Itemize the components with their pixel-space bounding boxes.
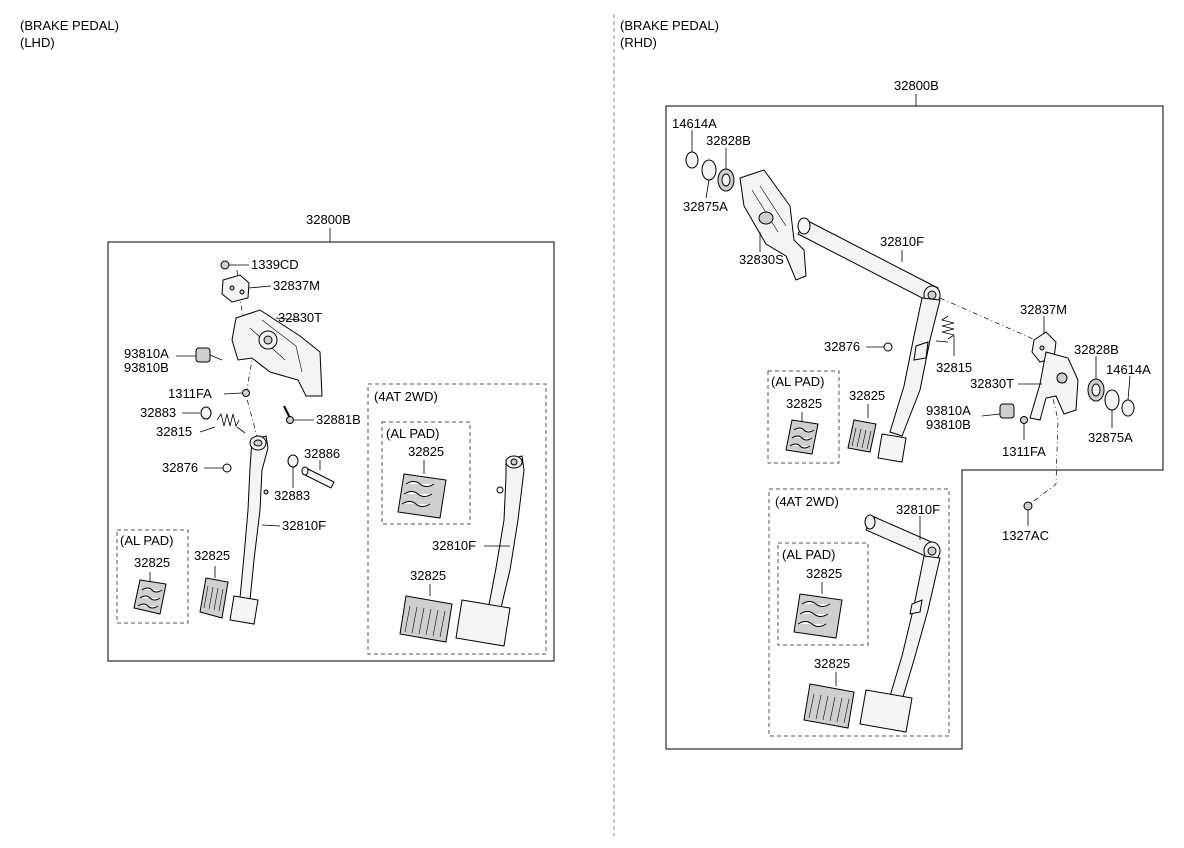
- lhd-label-32876: 32876: [162, 460, 198, 475]
- lhd-bushing-32883-a: [200, 406, 212, 420]
- lhd-bolt-32881b: [283, 405, 314, 424]
- rhd-label-32830t: 32830T: [970, 376, 1014, 391]
- rhd-label-1327ac: 1327AC: [1002, 528, 1049, 543]
- rhd-title: (BRAKE PEDAL): [620, 18, 719, 33]
- rhd-label-32830s: 32830S: [739, 252, 784, 267]
- rhd-4at2wd-box: [768, 488, 950, 737]
- rhd-washers-right: [1087, 356, 1135, 428]
- rhd-label-32876: 32876: [824, 339, 860, 354]
- lhd-alpad-pad: [133, 572, 167, 615]
- rhd-4at2wd-alpad-title: (AL PAD): [782, 547, 835, 562]
- lhd-bushing-32883-b: [287, 454, 299, 468]
- rhd-label-1311fa: 1311FA: [1002, 444, 1046, 459]
- lhd-pedal-arm-32810f: [239, 435, 281, 601]
- lhd-spring-32815: [199, 413, 246, 434]
- lhd-switch-93810: [176, 347, 223, 363]
- rhd-nut-1311fa: [1020, 416, 1028, 424]
- rhd-label-93810b: 93810B: [926, 417, 971, 432]
- rhd-label-32828b-right: 32828B: [1074, 342, 1119, 357]
- rhd-4at2wd-alpad-part: 32825: [806, 566, 842, 581]
- rhd-alpad-title: (AL PAD): [771, 374, 824, 389]
- lhd-label-1339cd: 1339CD: [251, 257, 299, 272]
- rhd-4at2wd-title: (4AT 2WD): [775, 494, 839, 509]
- lhd-bracket-32837m: [221, 274, 272, 303]
- lhd-4at2wd-title: (4AT 2WD): [374, 389, 438, 404]
- lhd-assembly-label: 32800B: [306, 212, 351, 227]
- lhd-alpad-part: 32825: [134, 555, 170, 570]
- lhd-label-32837m: 32837M: [273, 278, 320, 293]
- lhd-label-32883-b: 32883: [274, 488, 310, 503]
- rhd-subtitle: (RHD): [620, 35, 657, 50]
- lhd-4at2wd-pedal-label: 32810F: [432, 538, 476, 553]
- lhd-4at2wd-pedal-arm: [484, 455, 525, 613]
- lhd-alpad-title: (AL PAD): [120, 533, 173, 548]
- lhd-4at2wd-box: [367, 383, 547, 655]
- rhd-section: (BRAKE PEDAL) (RHD) 32800B 14614A 32828B…: [620, 18, 1164, 750]
- lhd-pedal-pad-32825: [199, 566, 259, 625]
- rhd-label-32875a-left: 32875A: [683, 199, 728, 214]
- lhd-label-93810b: 93810B: [124, 360, 169, 375]
- rhd-assembly-label: 32800B: [894, 78, 939, 93]
- rhd-label-32810f: 32810F: [880, 234, 924, 249]
- rhd-label-32875a-right: 32875A: [1088, 430, 1133, 445]
- rhd-alpad-pad: [785, 412, 819, 455]
- rhd-assembly-frame: [665, 105, 1164, 750]
- rhd-bracket-32830t: [1018, 351, 1079, 421]
- lhd-label-32886: 32886: [304, 446, 340, 461]
- rhd-4at2wd-alpad-box: [777, 542, 869, 646]
- rhd-shaft-arm-32810f: [797, 217, 941, 437]
- rhd-label-32828b-left: 32828B: [706, 133, 751, 148]
- lhd-4at2wd-pad: [399, 584, 511, 647]
- lhd-bracket-32830t: [231, 309, 323, 397]
- lhd-section: (BRAKE PEDAL) (LHD) 32800B 1339CD 32837M: [20, 18, 555, 662]
- rhd-label-32837m: 32837M: [1020, 302, 1067, 317]
- rhd-label-32825: 32825: [849, 388, 885, 403]
- lhd-nut-1339cd: [220, 260, 249, 270]
- lhd-assembly-frame: [107, 241, 555, 662]
- rhd-4at2wd-shaft-arm: [864, 514, 941, 701]
- rhd-spring-32815: [935, 315, 955, 356]
- rhd-label-14614a-right: 14614A: [1106, 362, 1151, 377]
- rhd-label-32815: 32815: [936, 360, 972, 375]
- rhd-pedal-pad-32825: [847, 404, 907, 463]
- lhd-4at2wd-alpad-title: (AL PAD): [386, 426, 439, 441]
- rhd-label-93810a: 93810A: [926, 403, 971, 418]
- rhd-4at2wd-pedal-label: 32810F: [896, 502, 940, 517]
- lhd-label-32881b: 32881B: [316, 412, 361, 427]
- lhd-label-1311fa: 1311FA: [168, 386, 212, 401]
- rhd-bracket-32830s: [739, 169, 807, 281]
- rhd-washers-left: [685, 130, 735, 199]
- lhd-4at2wd-pad-label: 32825: [410, 568, 446, 583]
- lhd-4at2wd-alpad-part: 32825: [408, 444, 444, 459]
- lhd-nut-1311fa: [242, 389, 250, 397]
- lhd-label-32810f: 32810F: [282, 518, 326, 533]
- lhd-subtitle: (LHD): [20, 35, 55, 50]
- lhd-pin-32886: [301, 460, 335, 489]
- lhd-stopper-32876: [222, 463, 232, 473]
- rhd-nut-1327ac: [1023, 501, 1033, 511]
- rhd-alpad-box: [767, 370, 840, 464]
- rhd-4at2wd-alpad-pad: [793, 582, 843, 639]
- rhd-4at2wd-pad-label: 32825: [814, 656, 850, 671]
- rhd-switch-93810: [981, 403, 1015, 419]
- lhd-title: (BRAKE PEDAL): [20, 18, 119, 33]
- lhd-label-32883-a: 32883: [140, 405, 176, 420]
- rhd-4at2wd-pad: [803, 672, 913, 733]
- rhd-alpad-part: 32825: [786, 396, 822, 411]
- lhd-label-93810a: 93810A: [124, 346, 169, 361]
- lhd-label-32830t: 32830T: [278, 310, 322, 325]
- lhd-alpad-box: [116, 529, 189, 624]
- lhd-label-32815: 32815: [156, 424, 192, 439]
- rhd-stopper-32876: [883, 342, 893, 352]
- rhd-label-14614a-left: 14614A: [672, 116, 717, 131]
- lhd-4at2wd-alpad-pad: [397, 460, 447, 519]
- lhd-label-32825: 32825: [194, 548, 230, 563]
- lhd-4at2wd-alpad-box: [381, 421, 471, 525]
